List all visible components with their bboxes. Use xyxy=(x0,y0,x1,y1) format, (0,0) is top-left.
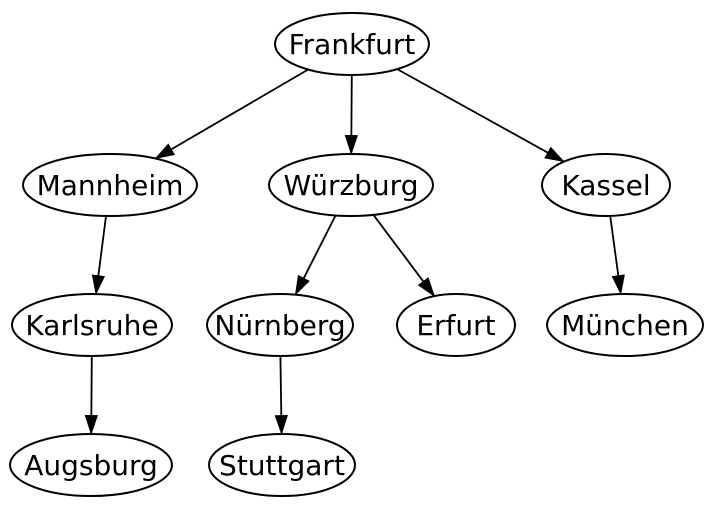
node-ellipse xyxy=(11,293,173,357)
graph-edge-wurzburg-erfurt xyxy=(372,214,436,298)
node-ellipse xyxy=(206,293,354,357)
graph-node-erfurt: Erfurt xyxy=(396,293,516,357)
node-label: Nürnberg xyxy=(214,309,345,342)
node-ellipse xyxy=(274,12,430,76)
node-ellipse xyxy=(9,433,173,497)
graph-node-munchen: München xyxy=(546,293,704,357)
graph-edge-mannheim-karlsruhe xyxy=(91,215,107,296)
graph-edge-karlsruhe-augsburg xyxy=(84,355,99,436)
graph-node-augsburg: Augsburg xyxy=(9,433,173,497)
graph-node-karlsruhe: Karlsruhe xyxy=(11,293,173,357)
node-label: Frankfurt xyxy=(289,28,416,61)
graph-edge-frankfurt-kassel xyxy=(396,68,565,163)
graph-node-wurzburg: Würzburg xyxy=(268,153,434,217)
graph-edge-nurnberg-stuttgart xyxy=(274,355,288,436)
node-ellipse xyxy=(541,153,671,217)
node-ellipse xyxy=(396,293,516,357)
edges-layer xyxy=(84,68,625,436)
graph-node-mannheim: Mannheim xyxy=(22,153,198,217)
graph-edge-wurzburg-nurnberg xyxy=(294,214,337,296)
node-ellipse xyxy=(546,293,704,357)
node-label: Kassel xyxy=(561,169,650,202)
graph-edge-frankfurt-mannheim xyxy=(154,68,309,160)
graph-node-frankfurt: Frankfurt xyxy=(274,12,430,76)
node-label: Würzburg xyxy=(284,169,419,202)
node-label: München xyxy=(561,309,689,342)
graph-node-kassel: Kassel xyxy=(541,153,671,217)
node-label: Karlsruhe xyxy=(25,309,158,342)
node-label: Erfurt xyxy=(416,309,495,342)
node-label: Augsburg xyxy=(24,449,158,482)
graph-edge-kassel-munchen xyxy=(609,215,625,296)
node-ellipse xyxy=(22,153,198,217)
node-ellipse xyxy=(208,433,356,497)
node-label: Mannheim xyxy=(37,169,184,202)
node-ellipse xyxy=(268,153,434,217)
node-label: Stuttgart xyxy=(219,449,345,482)
graph-edge-frankfurt-wurzburg xyxy=(344,74,359,156)
graph-node-stuttgart: Stuttgart xyxy=(208,433,356,497)
graph-node-nurnberg: Nürnberg xyxy=(206,293,354,357)
